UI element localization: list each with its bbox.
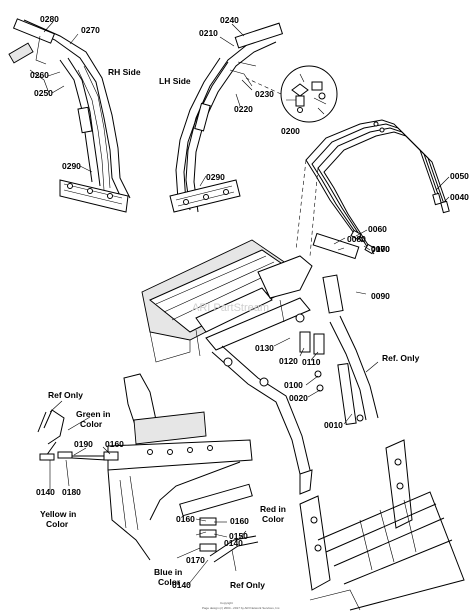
hydraulic-tubes	[295, 119, 450, 257]
watermark: ARI PartStream	[192, 302, 269, 314]
label-0210: 0210	[199, 28, 218, 38]
hydraulic-coupler-assembly	[37, 373, 259, 563]
label-0140-bottom: 0140	[172, 580, 191, 590]
label-0130: 0130	[255, 343, 274, 353]
label-0040: 0040	[450, 192, 469, 202]
copyright-line-1: Copyright	[220, 601, 233, 605]
rh-side-leaders	[43, 21, 93, 173]
loader-frame	[195, 232, 379, 495]
label-0250: 0250	[34, 88, 53, 98]
rh-side-loader-arm	[8, 18, 131, 213]
main-leaders	[273, 237, 379, 425]
label-0270: 0270	[81, 25, 100, 35]
label-0260: 0260	[30, 70, 49, 80]
label-0100-mid: 0100	[284, 380, 303, 390]
lh-side-caption: LH Side	[159, 76, 191, 86]
label-0190: 0190	[74, 439, 93, 449]
label-0220: 0220	[234, 104, 253, 114]
label-0050: 0050	[450, 171, 469, 181]
label-0120: 0120	[279, 356, 298, 366]
label-0240: 0240	[220, 15, 239, 25]
label-0100-top: 0100	[371, 244, 390, 254]
label-0090: 0090	[371, 291, 390, 301]
label-0110: 0110	[302, 357, 321, 367]
label-0280: 0280	[40, 14, 59, 24]
label-0020: 0020	[289, 393, 308, 403]
label-0080: 0080	[347, 234, 366, 244]
label-0230: 0230	[255, 89, 274, 99]
rh-side-caption: RH Side	[108, 67, 141, 77]
label-0290-rh: 0290	[62, 161, 81, 171]
ref-only-left: Ref Only	[48, 390, 83, 400]
label-0180: 0180	[62, 487, 81, 497]
label-0170: 0170	[186, 555, 205, 565]
label-0160-right: 0160	[230, 516, 249, 526]
tube-leaders	[355, 176, 450, 251]
label-0140-left: 0140	[36, 487, 55, 497]
label-0160-left: 0160	[105, 439, 124, 449]
label-0070: 0070	[371, 244, 390, 254]
label-0060: 0060	[368, 224, 387, 234]
ref-only-bottom: Ref Only	[230, 580, 265, 590]
tractor-frame	[299, 439, 465, 611]
detail-circle-0200	[245, 65, 338, 123]
copyright-line-2: Page design (c) 2004 - 2017 by ARI Netwo…	[202, 606, 280, 610]
coupler-leaders	[49, 400, 247, 586]
lh-side-leaders	[199, 23, 253, 187]
label-0290-lh: 0290	[206, 172, 225, 182]
label-0200: 0200	[281, 126, 300, 136]
label-0150: 0150	[229, 531, 248, 541]
lh-side-loader-arm	[169, 22, 284, 213]
label-0160-mid: 0160	[176, 514, 195, 524]
label-0140-red: 0140	[224, 538, 243, 548]
ref-only-top: Ref. Only	[382, 353, 420, 363]
label-0010: 0010	[324, 420, 343, 430]
